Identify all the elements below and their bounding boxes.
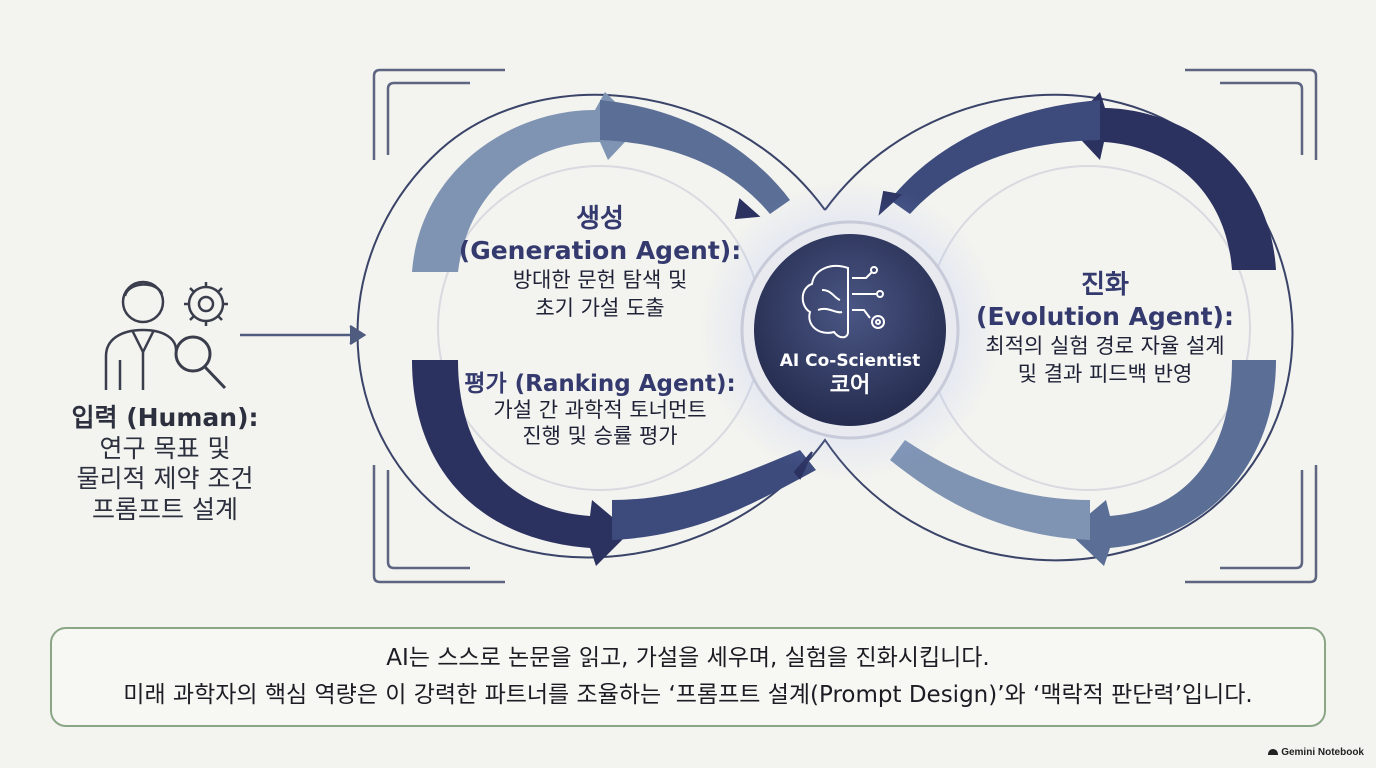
evolution-arrow-sweep-top — [890, 100, 1100, 214]
researcher-icon — [104, 280, 178, 390]
ranking-arrow-band — [412, 360, 630, 566]
frame-brackets — [372, 68, 1318, 584]
evolution-arrow-band-bottom — [1068, 360, 1276, 566]
human-input-block: 입력 (Human): 연구 목표 및 물리적 제약 조건 프롬프트 설계 — [50, 403, 280, 525]
core-circle — [754, 234, 946, 426]
input-arrow — [240, 324, 367, 346]
evolution-agent-block: 진화 (Evolution Agent): 최적의 실험 경로 자율 설계 및 … — [955, 270, 1255, 387]
generation-line-2: 초기 가설 도출 — [535, 295, 665, 320]
generation-title-ko: 생성 — [576, 204, 624, 234]
core-subtitle: 코어 — [829, 373, 871, 399]
human-line-3: 프롬프트 설계 — [92, 494, 238, 524]
watermark: Gemini Notebook — [1268, 747, 1364, 758]
evolution-line-2: 및 결과 피드백 반영 — [1017, 361, 1193, 386]
evolution-arrow-sweep-bottom — [890, 440, 1090, 540]
human-title: 입력 (Human): — [71, 403, 259, 432]
ranking-agent-block: 평가 (Ranking Agent): 가설 간 과학적 토너먼트 진행 및 승… — [440, 370, 760, 449]
evolution-title-en: (Evolution Agent): — [976, 301, 1234, 331]
generation-title-en: (Generation Agent): — [458, 235, 742, 265]
evolution-title-ko: 진화 — [1081, 270, 1129, 300]
summary-line-1: AI는 스스로 논문을 읽고, 가설을 세우며, 실험을 진화시킵니다. — [386, 645, 990, 672]
core-label: AI Co-Scientist 코어 — [765, 350, 935, 401]
core-title: AI Co-Scientist — [779, 351, 921, 371]
watermark-text: Gemini Notebook — [1281, 747, 1364, 758]
generation-arrow-sweep — [600, 100, 790, 214]
ranking-line-2: 진행 및 승률 평가 — [522, 423, 678, 448]
summary-line-2: 미래 과학자의 핵심 역량은 이 강력한 파트너를 조율하는 ‘프롬프트 설계(… — [123, 682, 1253, 708]
evolution-arrow-band-top — [1068, 92, 1276, 270]
gear-icon — [184, 282, 228, 326]
generation-line-1: 방대한 문헌 탐색 및 — [512, 268, 688, 293]
left-loop-band — [412, 92, 816, 566]
right-loop-band — [890, 92, 1276, 566]
ranking-line-1: 가설 간 과학적 토너먼트 — [493, 398, 707, 423]
ranking-title: 평가 (Ranking Agent): — [464, 371, 736, 397]
evolution-line-1: 최적의 실험 경로 자율 설계 — [985, 334, 1225, 359]
summary-box: AI는 스스로 논문을 읽고, 가설을 세우며, 실험을 진화시킵니다. 미래 … — [50, 627, 1326, 727]
brain-circuit-icon — [801, 265, 885, 339]
ranking-arrow-sweep — [612, 450, 816, 540]
generation-arrow-band — [412, 92, 640, 272]
human-line-1: 연구 목표 및 — [99, 433, 231, 463]
human-line-2: 물리적 제약 조건 — [76, 464, 254, 493]
gemini-logo-icon — [1268, 749, 1279, 755]
magnifier-icon — [174, 335, 227, 390]
generation-agent-block: 생성 (Generation Agent): 방대한 문헌 탐색 및 초기 가설… — [440, 204, 760, 321]
